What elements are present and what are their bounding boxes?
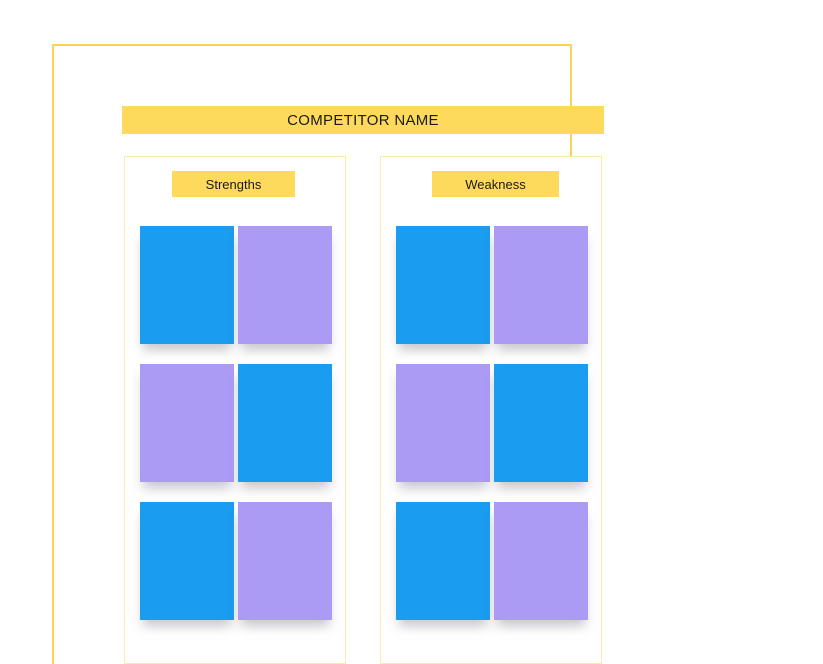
- panel-label-strengths: Strengths: [172, 171, 295, 197]
- content-card[interactable]: [140, 502, 234, 620]
- content-card[interactable]: [494, 226, 588, 344]
- content-card[interactable]: [140, 364, 234, 482]
- page-title: COMPETITOR NAME: [287, 111, 439, 129]
- content-card[interactable]: [238, 226, 332, 344]
- content-card[interactable]: [396, 502, 490, 620]
- content-card[interactable]: [494, 364, 588, 482]
- panel-weakness: Weakness: [380, 156, 602, 664]
- content-card[interactable]: [238, 502, 332, 620]
- content-card[interactable]: [238, 364, 332, 482]
- content-card[interactable]: [140, 226, 234, 344]
- board-title-bar: COMPETITOR NAME: [122, 106, 604, 134]
- panel-strengths: Strengths: [124, 156, 346, 664]
- content-card[interactable]: [396, 226, 490, 344]
- content-card[interactable]: [396, 364, 490, 482]
- content-card[interactable]: [494, 502, 588, 620]
- competitor-board-frame: COMPETITOR NAME Strengths Weakness: [52, 44, 604, 664]
- panel-label-weakness: Weakness: [432, 171, 559, 197]
- card-grid-weakness: [396, 226, 588, 620]
- card-grid-strengths: [140, 226, 332, 620]
